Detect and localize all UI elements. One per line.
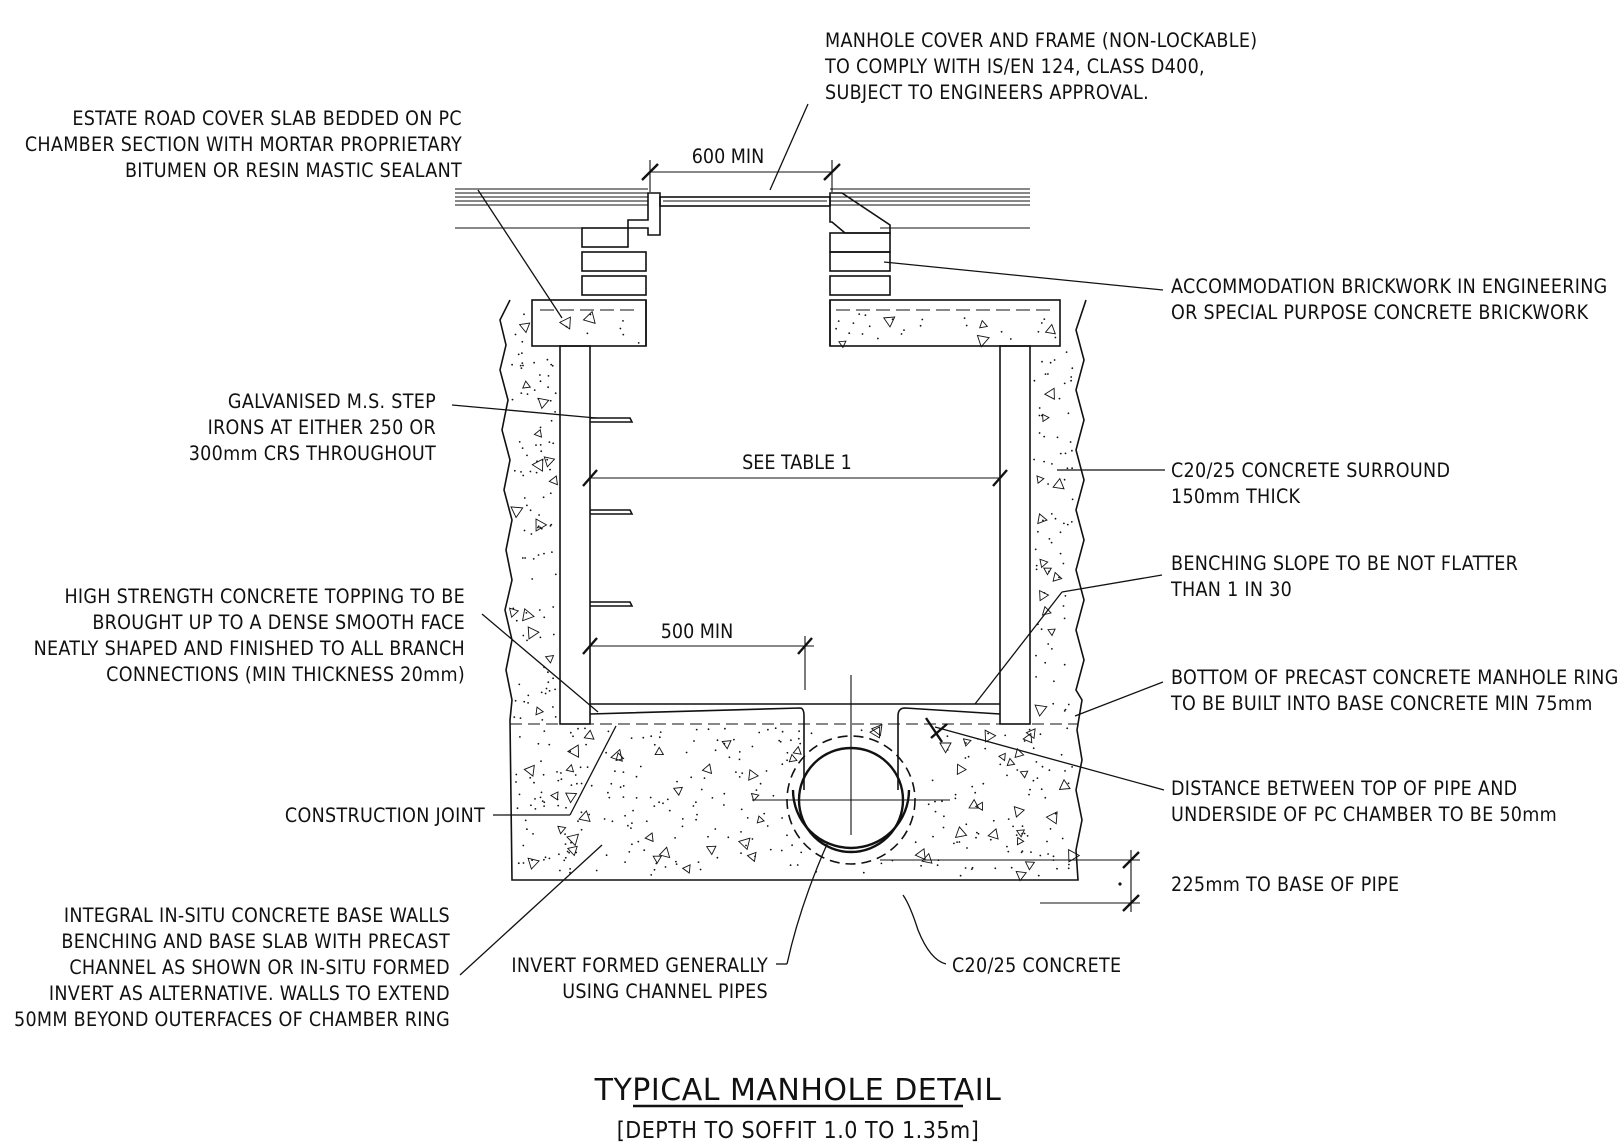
svg-text:50MM BEYOND OUTERFACES OF CHAM: 50MM BEYOND OUTERFACES OF CHAMBER RING xyxy=(14,1008,450,1031)
dimension-label-table: SEE TABLE 1 xyxy=(742,451,852,474)
svg-text:BITUMEN OR RESIN MASTIC SEALAN: BITUMEN OR RESIN MASTIC SEALANT xyxy=(125,159,462,182)
title-block: TYPICAL MANHOLE DETAIL [DEPTH TO SOFFIT … xyxy=(594,1073,1002,1144)
svg-text:CONSTRUCTION JOINT: CONSTRUCTION JOINT xyxy=(285,804,485,827)
label-construction-joint: CONSTRUCTION JOINT xyxy=(285,804,485,827)
svg-text:BENCHING AND BASE SLAB WITH PR: BENCHING AND BASE SLAB WITH PRECAST xyxy=(61,930,450,953)
svg-text:DISTANCE BETWEEN TOP OF PIPE A: DISTANCE BETWEEN TOP OF PIPE AND xyxy=(1171,777,1517,800)
svg-text:THAN 1 IN 30: THAN 1 IN 30 xyxy=(1170,578,1292,601)
benching xyxy=(510,703,1078,790)
leader-lines xyxy=(451,103,1165,976)
dimension-500-min: 500 MIN xyxy=(582,620,814,690)
label-cover-slab: ESTATE ROAD COVER SLAB BEDDED ON PC CHAM… xyxy=(25,107,462,182)
accommodation-brickwork xyxy=(581,227,891,296)
svg-text:IRONS AT EITHER 250 OR: IRONS AT EITHER 250 OR xyxy=(208,416,436,439)
step-irons xyxy=(590,417,634,607)
svg-text:INTEGRAL IN-SITU CONCRETE BASE: INTEGRAL IN-SITU CONCRETE BASE WALLS xyxy=(64,904,450,927)
road-surface xyxy=(455,188,1030,229)
svg-text:GALVANISED M.S. STEP: GALVANISED M.S. STEP xyxy=(228,390,436,413)
dimension-225-base xyxy=(880,850,1140,912)
cover-slab xyxy=(531,299,1061,347)
svg-text:150mm THICK: 150mm THICK xyxy=(1171,485,1301,508)
svg-text:ESTATE ROAD COVER SLAB BEDDED: ESTATE ROAD COVER SLAB BEDDED ON PC xyxy=(72,107,462,130)
dimension-600-min: 600 MIN xyxy=(641,145,841,192)
dimension-see-table: SEE TABLE 1 xyxy=(582,451,1008,487)
svg-text:OR SPECIAL PURPOSE CONCRETE BR: OR SPECIAL PURPOSE CONCRETE BRICKWORK xyxy=(1171,301,1589,324)
label-base-concrete: C20/25 CONCRETE xyxy=(952,954,1121,977)
label-invert: INVERT FORMED GENERALLY USING CHANNEL PI… xyxy=(511,954,768,1003)
svg-text:BROUGHT UP TO A DENSE SMOOTH F: BROUGHT UP TO A DENSE SMOOTH FACE xyxy=(92,611,465,634)
svg-text:BENCHING SLOPE TO BE NOT FLATT: BENCHING SLOPE TO BE NOT FLATTER xyxy=(1171,552,1518,575)
svg-text:CHAMBER SECTION WITH MORTAR PR: CHAMBER SECTION WITH MORTAR PROPRIETARY xyxy=(25,133,462,156)
manhole-cover-frame xyxy=(627,192,891,236)
svg-text:TO BE BUILT INTO BASE CONCRETE: TO BE BUILT INTO BASE CONCRETE MIN 75mm xyxy=(1170,692,1593,715)
label-ring-bottom: BOTTOM OF PRECAST CONCRETE MANHOLE RING … xyxy=(1170,666,1619,715)
svg-text:HIGH STRENGTH CONCRETE TOPPING: HIGH STRENGTH CONCRETE TOPPING TO BE xyxy=(64,585,465,608)
svg-text:UNDERSIDE OF PC CHAMBER TO BE: UNDERSIDE OF PC CHAMBER TO BE 50mm xyxy=(1171,803,1557,826)
svg-text:300mm CRS THROUGHOUT: 300mm CRS THROUGHOUT xyxy=(189,442,436,465)
svg-text:MANHOLE COVER AND FRAME (NON-L: MANHOLE COVER AND FRAME (NON-LOCKABLE) xyxy=(825,29,1257,52)
label-surround: C20/25 CONCRETE SURROUND 150mm THICK xyxy=(1171,459,1450,508)
svg-text:CONNECTIONS (MIN THICKNESS 20m: CONNECTIONS (MIN THICKNESS 20mm) xyxy=(106,663,465,686)
label-manhole-cover: MANHOLE COVER AND FRAME (NON-LOCKABLE) T… xyxy=(824,29,1257,104)
svg-text:USING CHANNEL PIPES: USING CHANNEL PIPES xyxy=(562,980,768,1003)
label-step-irons: GALVANISED M.S. STEP IRONS AT EITHER 250… xyxy=(189,390,436,465)
dimension-label-500: 500 MIN xyxy=(661,620,733,643)
drawing-subtitle: [DEPTH TO SOFFIT 1.0 TO 1.35m] xyxy=(617,1118,980,1144)
svg-text:SUBJECT TO ENGINEERS APPROVAL.: SUBJECT TO ENGINEERS APPROVAL. xyxy=(825,81,1149,104)
svg-text:INVERT AS ALTERNATIVE. WALLS T: INVERT AS ALTERNATIVE. WALLS TO EXTEND xyxy=(49,982,450,1005)
svg-text:INVERT FORMED GENERALLY: INVERT FORMED GENERALLY xyxy=(511,954,768,977)
concrete-stipple xyxy=(508,310,1081,882)
drawing-title: TYPICAL MANHOLE DETAIL xyxy=(594,1073,1002,1108)
dimension-label-600: 600 MIN xyxy=(692,145,764,168)
pipe xyxy=(752,675,950,865)
label-base-walls: INTEGRAL IN-SITU CONCRETE BASE WALLS BEN… xyxy=(14,904,450,1031)
svg-text:TO COMPLY WITH IS/EN 124, CLAS: TO COMPLY WITH IS/EN 124, CLASS D400, xyxy=(824,55,1205,78)
concrete-surround xyxy=(499,299,1087,882)
svg-text:225mm TO BASE OF PIPE: 225mm TO BASE OF PIPE xyxy=(1171,873,1399,896)
label-pipe-base: 225mm TO BASE OF PIPE xyxy=(1171,873,1399,896)
svg-text:NEATLY SHAPED AND FINISHED TO: NEATLY SHAPED AND FINISHED TO ALL BRANCH xyxy=(34,637,465,660)
label-brickwork: ACCOMMODATION BRICKWORK IN ENGINEERING O… xyxy=(1171,275,1608,324)
svg-text:CHANNEL AS SHOWN OR IN-SITU FO: CHANNEL AS SHOWN OR IN-SITU FORMED xyxy=(69,956,450,979)
svg-text:ACCOMMODATION BRICKWORK IN ENG: ACCOMMODATION BRICKWORK IN ENGINEERING xyxy=(1171,275,1608,298)
label-topping: HIGH STRENGTH CONCRETE TOPPING TO BE BRO… xyxy=(34,585,465,686)
svg-text:BOTTOM OF PRECAST CONCRETE MAN: BOTTOM OF PRECAST CONCRETE MANHOLE RING xyxy=(1171,666,1619,689)
svg-text:C20/25 CONCRETE: C20/25 CONCRETE xyxy=(952,954,1121,977)
label-benching-slope: BENCHING SLOPE TO BE NOT FLATTER THAN 1 … xyxy=(1170,552,1518,601)
dimension-50mm xyxy=(925,717,948,743)
label-pipe-distance: DISTANCE BETWEEN TOP OF PIPE AND UNDERSI… xyxy=(1171,777,1557,826)
svg-text:C20/25 CONCRETE SURROUND: C20/25 CONCRETE SURROUND xyxy=(1171,459,1450,482)
chamber-ring-walls xyxy=(559,345,1031,725)
